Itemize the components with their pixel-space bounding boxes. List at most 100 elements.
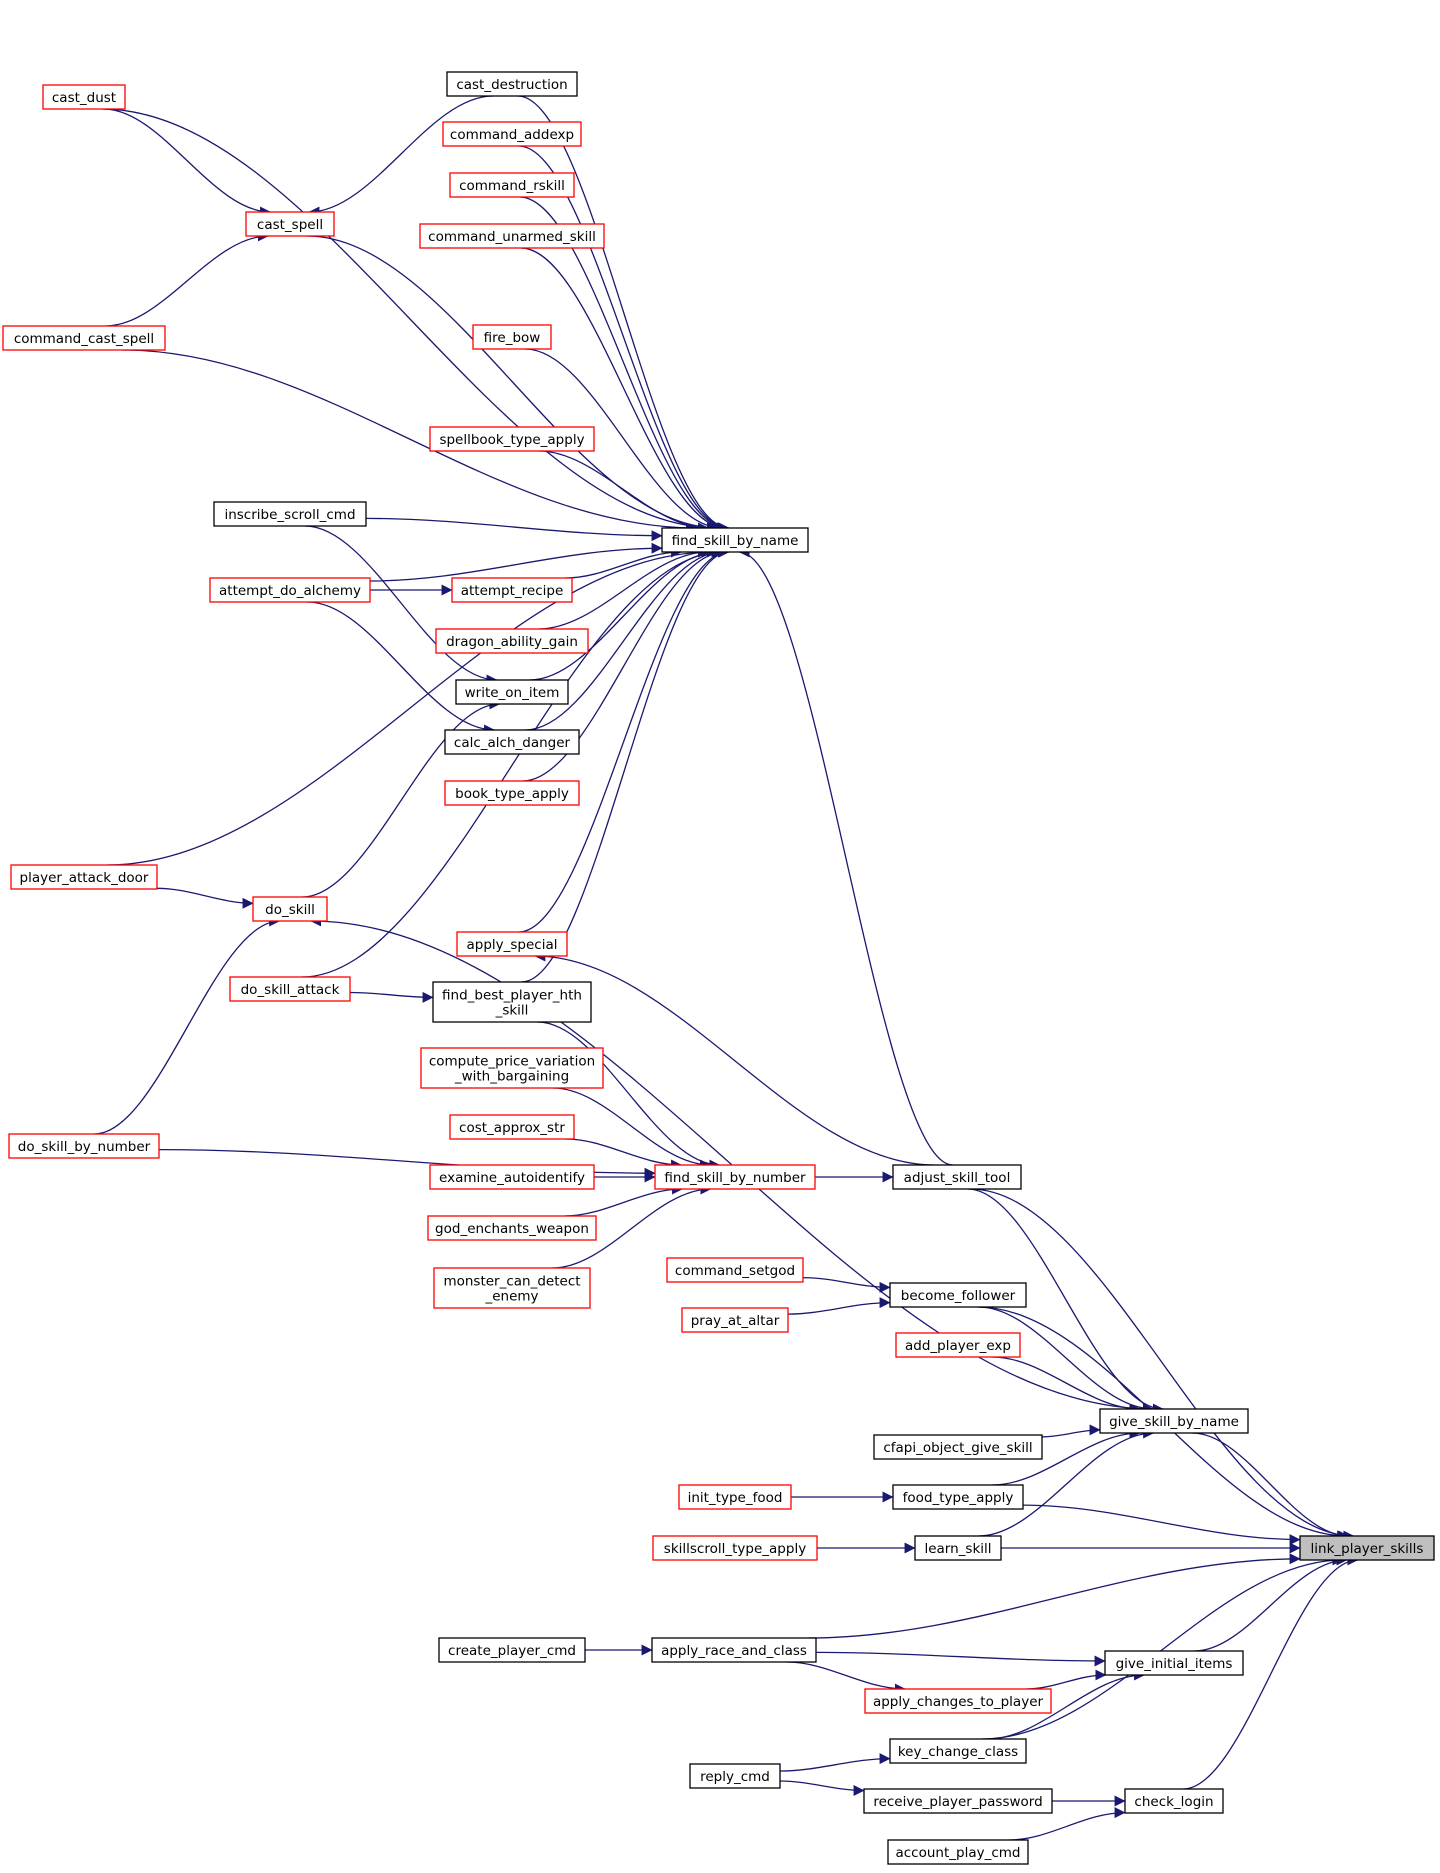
edge-do-skill-by-number-to-do-skill	[94, 915, 281, 1135]
node-apply-special[interactable]: apply_special	[456, 931, 568, 957]
node-find-skill-by-number[interactable]: find_skill_by_number	[654, 1164, 816, 1190]
node-command-cast-spell[interactable]: command_cast_spell	[2, 325, 166, 351]
node-label: find_skill_by_name	[672, 533, 799, 549]
node-label: do_skill_by_number	[18, 1139, 151, 1155]
node-box	[433, 1267, 591, 1309]
node-command-rskill[interactable]: command_rskill	[449, 172, 575, 198]
edge-apply-changes-to-player-to-give-initial-items	[1026, 1669, 1107, 1690]
node-box	[1104, 1650, 1244, 1676]
node-do-skill[interactable]: do_skill	[252, 896, 328, 922]
edge-path	[738, 546, 953, 1166]
node-label: create_player_cmd	[448, 1643, 576, 1659]
node-label: command_rskill	[459, 178, 565, 194]
node-label: give_skill_by_name	[1109, 1414, 1239, 1430]
node-attempt-recipe[interactable]: attempt_recipe	[451, 577, 573, 603]
edge-food-type-apply-to-link-player-skills	[1022, 1504, 1301, 1546]
node-dragon-ability-gain[interactable]: dragon_ability_gain	[435, 628, 589, 654]
edge-path	[518, 546, 729, 933]
node-player-attack-door[interactable]: player_attack_door	[10, 864, 158, 890]
node-cast-spell[interactable]: cast_spell	[245, 211, 335, 237]
edge-book-type-apply-to-find-skill-by-name	[522, 546, 725, 782]
node-receive-player-password[interactable]: receive_player_password	[863, 1788, 1053, 1814]
node-box	[1124, 1788, 1224, 1814]
edge-path	[534, 950, 935, 1166]
node-box	[419, 223, 605, 249]
node-label: attempt_do_alchemy	[219, 583, 361, 599]
node-spellbook-type-apply[interactable]: spellbook_type_apply	[429, 426, 595, 452]
node-reply-cmd[interactable]: reply_cmd	[689, 1763, 781, 1789]
node-link-player-skills[interactable]: link_player_skills	[1299, 1535, 1435, 1561]
node-food-type-apply[interactable]: food_type_apply	[892, 1484, 1024, 1510]
edge-path	[94, 915, 281, 1135]
edge-path	[302, 698, 501, 898]
edge-path	[306, 235, 719, 534]
node-label: do_skill	[265, 902, 315, 918]
node-label: apply_changes_to_player	[873, 1694, 1044, 1710]
node-label: account_play_cmd	[895, 1845, 1020, 1861]
node-check-login[interactable]: check_login	[1124, 1788, 1224, 1814]
node-command-setgod[interactable]: command_setgod	[666, 1257, 804, 1283]
node-command-unarmed-skill[interactable]: command_unarmed_skill	[419, 223, 605, 249]
node-monster-can-detect-enemy[interactable]: monster_can_detect_enemy	[433, 1267, 591, 1309]
node-find-best-player-hth-skill[interactable]: find_best_player_hth_skill	[432, 981, 592, 1023]
edge-path	[156, 887, 254, 909]
edge-path	[518, 145, 729, 534]
node-find-skill-by-name[interactable]: find_skill_by_name	[661, 527, 809, 553]
edge-path	[815, 1651, 1106, 1667]
node-init-type-food[interactable]: init_type_food	[678, 1484, 792, 1510]
edge-path	[978, 1427, 1155, 1537]
node-skillscroll-type-apply[interactable]: skillscroll_type_apply	[652, 1535, 818, 1561]
node-label: examine_autoidentify	[439, 1170, 585, 1186]
node-adjust-skill-tool[interactable]: adjust_skill_tool	[892, 1164, 1022, 1190]
node-box	[661, 527, 809, 553]
node-examine-autoidentify[interactable]: examine_autoidentify	[429, 1164, 595, 1190]
node-fire-bow[interactable]: fire_bow	[472, 324, 552, 350]
node-apply-changes-to-player[interactable]: apply_changes_to_player	[864, 1688, 1052, 1714]
node-cfapi-object-give-skill[interactable]: cfapi_object_give_skill	[873, 1434, 1043, 1460]
node-do-skill-by-number[interactable]: do_skill_by_number	[8, 1133, 160, 1159]
node-account-play-cmd[interactable]: account_play_cmd	[887, 1839, 1029, 1865]
node-apply-race-and-class[interactable]: apply_race_and_class	[651, 1637, 817, 1663]
node-cast-destruction[interactable]: cast_destruction	[446, 71, 578, 97]
node-write-on-item[interactable]: write_on_item	[455, 679, 569, 705]
node-label: add_player_exp	[905, 1338, 1011, 1354]
edge-path	[308, 95, 494, 218]
node-learn-skill[interactable]: learn_skill	[914, 1535, 1002, 1561]
edge-add-player-exp-to-give-skill-by-name	[992, 1356, 1141, 1415]
node-become-follower[interactable]: become_follower	[889, 1282, 1027, 1308]
node-label: command_unarmed_skill	[428, 229, 596, 245]
node-cost-approx-str[interactable]: cost_approx_str	[449, 1114, 575, 1140]
node-key-change-class[interactable]: key_change_class	[889, 1738, 1027, 1764]
node-god-enchants-weapon[interactable]: god_enchants_weapon	[427, 1215, 597, 1241]
node-box	[892, 1164, 1022, 1190]
node-label: cast_destruction	[456, 77, 567, 93]
node-box	[1299, 1535, 1435, 1561]
node-give-initial-items[interactable]: give_initial_items	[1104, 1650, 1244, 1676]
node-command-addexp[interactable]: command_addexp	[442, 121, 582, 147]
node-label: learn_skill	[924, 1541, 991, 1557]
edge-do-skill-attack-to-find-skill-by-name	[301, 546, 724, 978]
edge-command-rskill-to-find-skill-by-name	[519, 196, 729, 534]
node-box	[652, 1535, 818, 1561]
edge-path	[537, 1021, 721, 1171]
node-book-type-apply[interactable]: book_type_apply	[444, 780, 580, 806]
edge-key-change-class-to-link-player-skills	[982, 1554, 1344, 1740]
node-do-skill-attack[interactable]: do_skill_attack	[229, 976, 351, 1002]
node-attempt-do-alchemy[interactable]: attempt_do_alchemy	[209, 577, 371, 603]
node-box	[229, 976, 351, 1002]
node-give-skill-by-name[interactable]: give_skill_by_name	[1099, 1408, 1249, 1434]
edge-adjust-skill-tool-to-give-skill-by-name	[967, 1188, 1164, 1415]
node-label: init_type_food	[688, 1490, 783, 1506]
edge-path	[779, 1780, 865, 1796]
edge-inscribe-scroll-cmd-to-find-skill-by-name	[365, 517, 663, 542]
node-pray-at-altar[interactable]: pray_at_altar	[681, 1307, 789, 1333]
node-calc-alch-danger[interactable]: calc_alch_danger	[444, 729, 580, 755]
node-compute-price-variation-with-bargaining[interactable]: compute_price_variation_with_bargaining	[420, 1047, 604, 1089]
node-box	[427, 1215, 597, 1241]
edge-give-skill-by-name-to-link-player-skills	[1192, 1432, 1350, 1542]
node-add-player-exp[interactable]: add_player_exp	[895, 1332, 1021, 1358]
node-label: cfapi_object_give_skill	[883, 1440, 1032, 1456]
node-create-player-cmd[interactable]: create_player_cmd	[438, 1637, 586, 1663]
node-inscribe-scroll-cmd[interactable]: inscribe_scroll_cmd	[213, 501, 367, 527]
node-cast-dust[interactable]: cast_dust	[42, 84, 126, 110]
